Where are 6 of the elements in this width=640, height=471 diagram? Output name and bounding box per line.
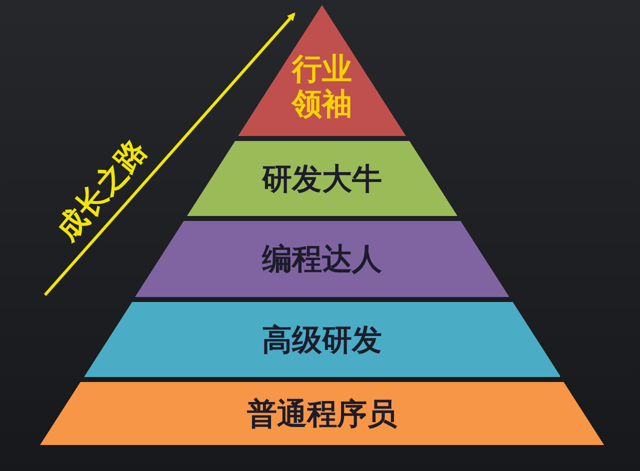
tier-label: 高级研发: [262, 324, 382, 358]
arrow-label: 成长之路: [49, 132, 155, 250]
tier-label: 行业领袖: [291, 53, 353, 122]
tier-label: 编程达人: [262, 243, 382, 278]
tier-label: 普通程序员: [246, 398, 397, 432]
tier-label: 研发大牛: [262, 163, 382, 198]
